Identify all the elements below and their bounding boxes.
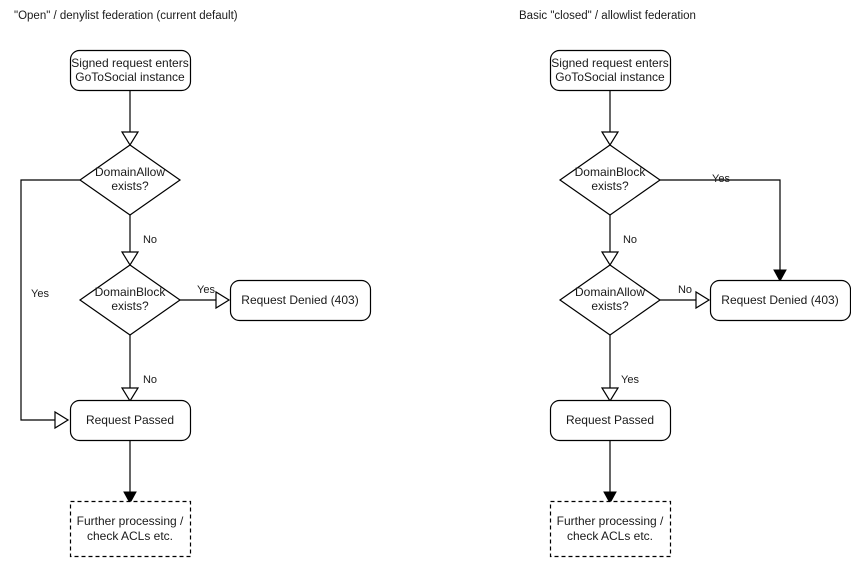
edge-domainallow-no-to-domainblock: No — [120, 215, 157, 267]
node-further-processing-left-shape[interactable] — [69, 500, 192, 558]
edge-entry-to-domainallow — [120, 90, 140, 147]
node-request-denied-left[interactable]: Request Denied (403) — [229, 279, 372, 322]
node-decision-domainallow-right[interactable]: DomainAllow exists? — [558, 264, 662, 336]
node-request-passed-left[interactable]: Request Passed — [69, 399, 192, 442]
node-decision-domainblock-right-label-line2: exists? — [591, 179, 629, 193]
node-request-denied-right[interactable]: Request Denied (403) — [709, 279, 851, 322]
edge-label-domainblock-yes-right: Yes — [712, 173, 730, 185]
arrowhead-open-icon — [695, 290, 711, 310]
node-decision-domainallow-right-label-line2: exists? — [591, 299, 629, 313]
edge-domainblock-no-to-passed: No — [120, 335, 157, 403]
diagram-title-closed-allowlist: Basic "closed" / allowlist federation — [519, 10, 696, 22]
diagram-title-open-denylist: "Open" / denylist federation (current de… — [14, 10, 238, 22]
edge-entry-to-domainblock-right — [600, 90, 620, 147]
node-entry-right-label-line2: GoToSocial instance — [555, 70, 665, 84]
arrowhead-filled-icon — [773, 269, 787, 283]
node-further-processing-right[interactable]: Further processing / check ACLs etc. — [549, 500, 672, 558]
node-request-denied-left-shape[interactable] — [229, 279, 372, 322]
edge-domainblock-yes-to-denied: Yes — [180, 284, 231, 310]
edge-label-domainblock-no-right: No — [623, 234, 637, 246]
edge-label-domainallow-no: No — [143, 234, 157, 246]
arrowhead-open-icon — [120, 251, 140, 267]
diagram-closed-allowlist: Basic "closed" / allowlist federation Si… — [519, 10, 851, 558]
node-further-processing-left-label-line1: Further processing / — [77, 514, 184, 528]
node-further-processing-left[interactable]: Further processing / check ACLs etc. — [69, 500, 192, 558]
edge-label-domainblock-no: No — [143, 374, 157, 386]
arrowhead-open-icon — [120, 387, 140, 403]
edge-domainallow-yes-to-passed-right: Yes — [600, 335, 639, 403]
node-request-denied-left-label: Request Denied (403) — [241, 293, 358, 307]
node-request-passed-left-label: Request Passed — [86, 413, 174, 427]
edge-label-domainblock-yes: Yes — [197, 284, 215, 296]
node-further-processing-right-shape[interactable] — [549, 500, 672, 558]
edge-label-domainallow-no-right: No — [678, 284, 692, 296]
arrowhead-open-icon — [54, 410, 70, 430]
node-decision-domainblock-right-label-line1: DomainBlock — [575, 165, 647, 179]
node-entry-left-label-line1: Signed request enters — [71, 56, 188, 70]
edge-label-domainallow-yes-right: Yes — [621, 374, 639, 386]
node-request-passed-right-label: Request Passed — [566, 413, 654, 427]
edge-passed-to-further-left — [123, 440, 137, 505]
node-entry-right-label-line1: Signed request enters — [551, 56, 668, 70]
edge-domainblock-no-to-domainallow-right: No — [600, 215, 637, 267]
node-decision-domainblock-left-label-line1: DomainBlock — [95, 285, 167, 299]
arrowhead-open-icon — [215, 290, 231, 310]
node-further-processing-left-label-line2: check ACLs etc. — [87, 529, 173, 543]
arrowhead-filled-icon — [603, 491, 617, 505]
node-entry-left-label-line2: GoToSocial instance — [75, 70, 185, 84]
edge-domainallow-no-to-denied-right: No — [660, 284, 711, 310]
node-decision-domainallow-left-label-line1: DomainAllow — [95, 165, 165, 179]
arrowhead-filled-icon — [123, 491, 137, 505]
node-decision-domainblock-left[interactable]: DomainBlock exists? — [78, 264, 182, 336]
diagram-open-denylist: "Open" / denylist federation (current de… — [14, 10, 372, 558]
edge-domainblock-yes-to-denied-right: Yes — [660, 173, 787, 283]
node-further-processing-right-label-line2: check ACLs etc. — [567, 529, 653, 543]
node-entry-left[interactable]: Signed request enters GoToSocial instanc… — [69, 49, 192, 92]
arrowhead-open-icon — [600, 131, 620, 147]
edge-domainallow-yes-to-passed: Yes — [20, 179, 80, 430]
arrowhead-open-icon — [600, 387, 620, 403]
node-request-passed-right[interactable]: Request Passed — [549, 399, 672, 442]
node-decision-domainblock-right[interactable]: DomainBlock exists? — [558, 144, 662, 216]
node-decision-domainallow-left[interactable]: DomainAllow exists? — [78, 144, 182, 216]
arrowhead-open-icon — [600, 251, 620, 267]
edge-passed-to-further-right — [603, 440, 617, 505]
node-further-processing-right-label-line1: Further processing / — [557, 514, 664, 528]
node-request-denied-right-label: Request Denied (403) — [721, 293, 838, 307]
node-decision-domainallow-right-label-line1: DomainAllow — [575, 285, 645, 299]
node-entry-right[interactable]: Signed request enters GoToSocial instanc… — [549, 49, 672, 92]
node-decision-domainallow-left-label-line2: exists? — [111, 179, 149, 193]
edge-label-domainallow-yes: Yes — [31, 288, 49, 300]
arrowhead-open-icon — [120, 131, 140, 147]
node-decision-domainblock-left-label-line2: exists? — [111, 299, 149, 313]
